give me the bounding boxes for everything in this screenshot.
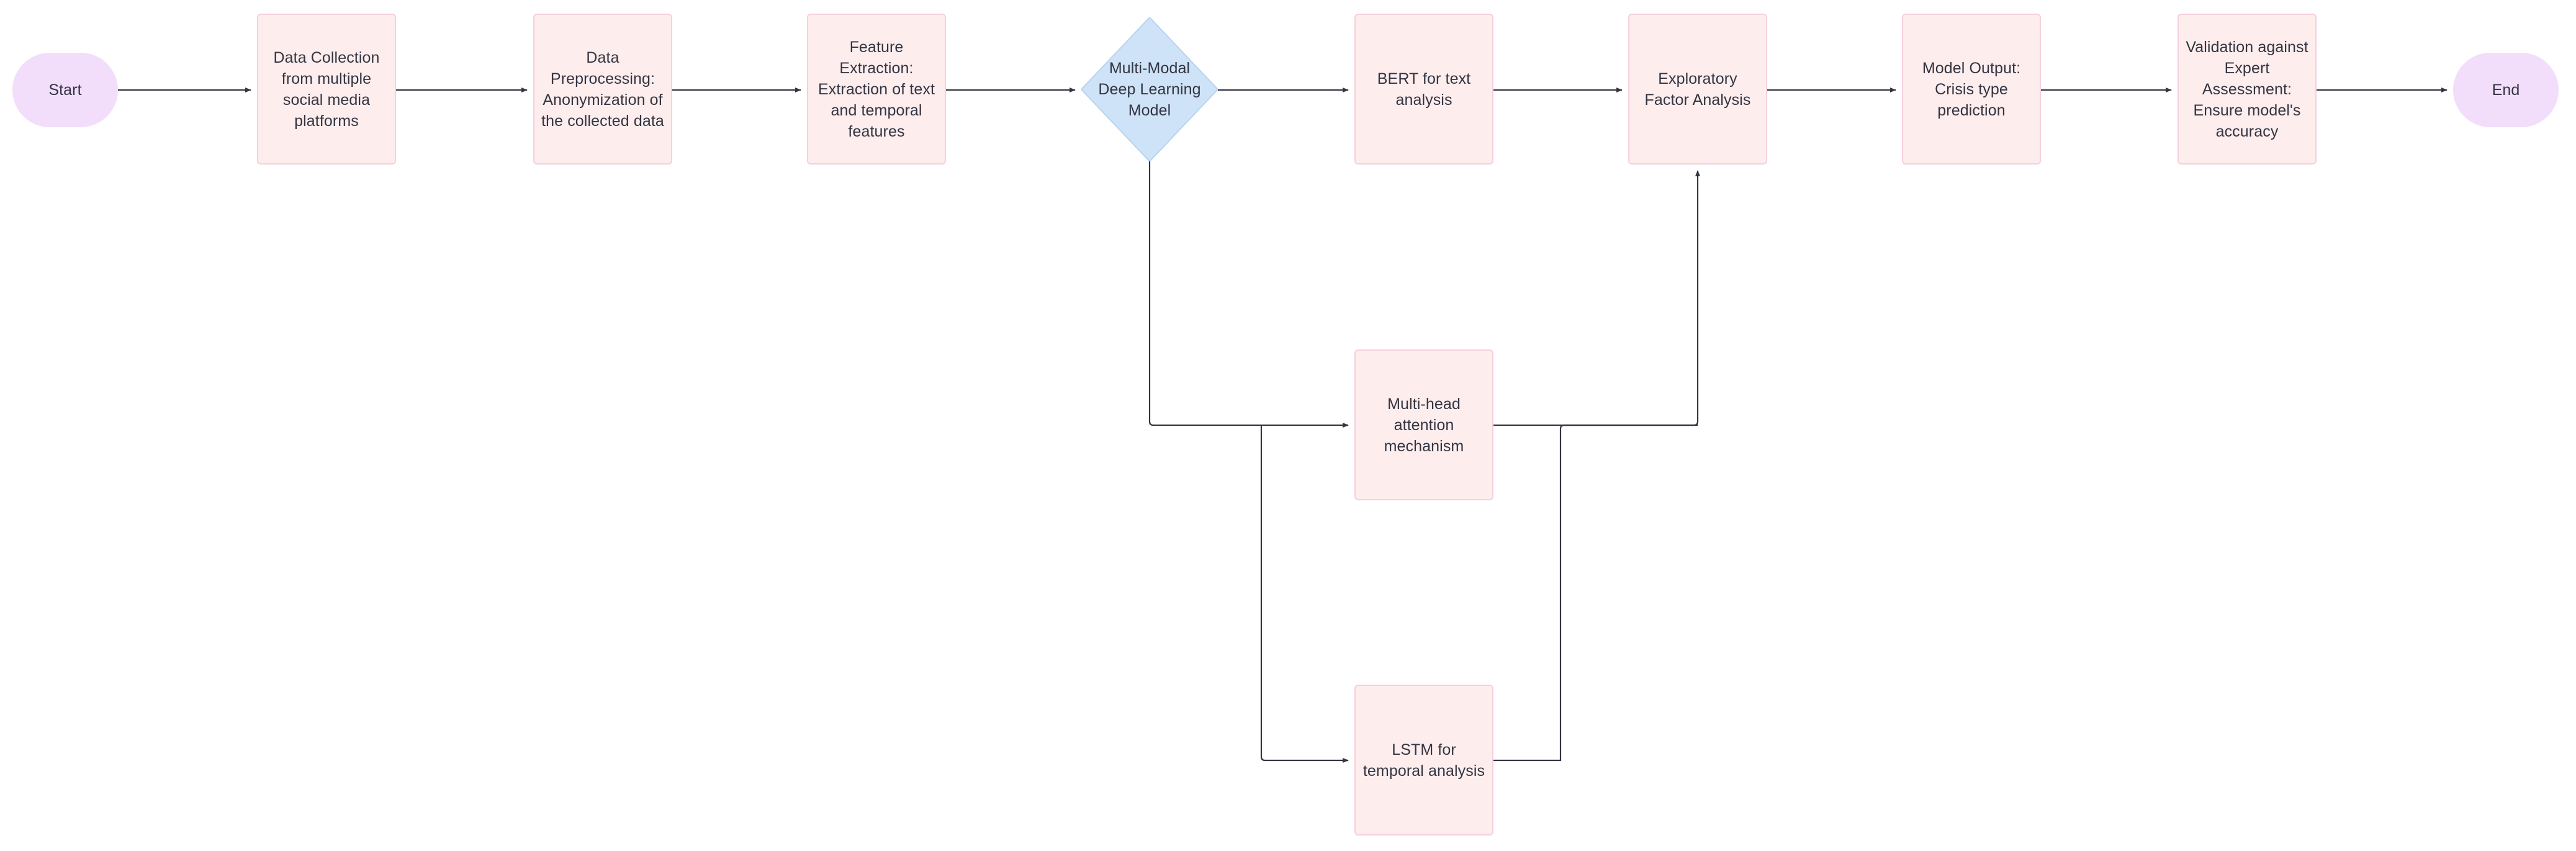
node-lstm-for-temporal-analysis[interactable]: LSTM for temporal analysis (1354, 685, 1493, 835)
node-feature-extraction-label: Feature Extraction: Extraction of text a… (818, 38, 935, 140)
diamond-shape-icon (1081, 17, 1218, 161)
node-multi-head-attention-mechanism-label: Multi-head attention mechanism (1384, 395, 1464, 455)
node-data-preprocessing[interactable]: Data Preprocessing: Anonymization of the… (533, 14, 672, 164)
node-exploratory-factor-analysis-label: Exploratory Factor Analysis (1644, 70, 1751, 109)
node-data-preprocessing-label: Data Preprocessing: Anonymization of the… (541, 48, 664, 130)
node-multi-modal-deep-learning-model-label: Multi-Modal Deep Learning Model (1098, 60, 1201, 119)
node-bert-for-text-analysis-label: BERT for text analysis (1377, 70, 1471, 109)
node-model-output-label: Model Output: Crisis type prediction (1922, 59, 2021, 119)
edge-multi-modal-model-to-multi-head-attention (1148, 161, 1349, 428)
edge-multi-modal-model-to-lstm (1260, 425, 1349, 763)
edge-lstm-to-exploratory-factor-analysis (1493, 424, 1698, 762)
node-data-collection-label: Data Collection from multiple social med… (273, 48, 380, 130)
node-end-label: End (2492, 81, 2520, 99)
node-exploratory-factor-analysis[interactable]: Exploratory Factor Analysis (1628, 14, 1767, 164)
node-end[interactable]: End (2453, 53, 2559, 127)
node-validation-against-expert-assessment-label: Validation against Expert Assessment: En… (2186, 38, 2308, 140)
node-data-collection[interactable]: Data Collection from multiple social med… (257, 14, 396, 164)
node-validation-against-expert-assessment[interactable]: Validation against Expert Assessment: En… (2177, 14, 2317, 164)
node-multi-head-attention-mechanism[interactable]: Multi-head attention mechanism (1354, 349, 1493, 500)
node-start-label: Start (48, 81, 82, 99)
node-multi-modal-deep-learning-model[interactable]: Multi-Modal Deep Learning Model (1081, 17, 1218, 161)
node-lstm-for-temporal-analysis-label: LSTM for temporal analysis (1362, 741, 1485, 780)
node-start[interactable]: Start (12, 53, 118, 127)
node-bert-for-text-analysis[interactable]: BERT for text analysis (1354, 14, 1493, 164)
edge-multi-head-attention-to-exploratory-factor-analysis (1493, 170, 1700, 426)
node-model-output[interactable]: Model Output: Crisis type prediction (1902, 14, 2041, 164)
node-feature-extraction[interactable]: Feature Extraction: Extraction of text a… (807, 14, 946, 164)
